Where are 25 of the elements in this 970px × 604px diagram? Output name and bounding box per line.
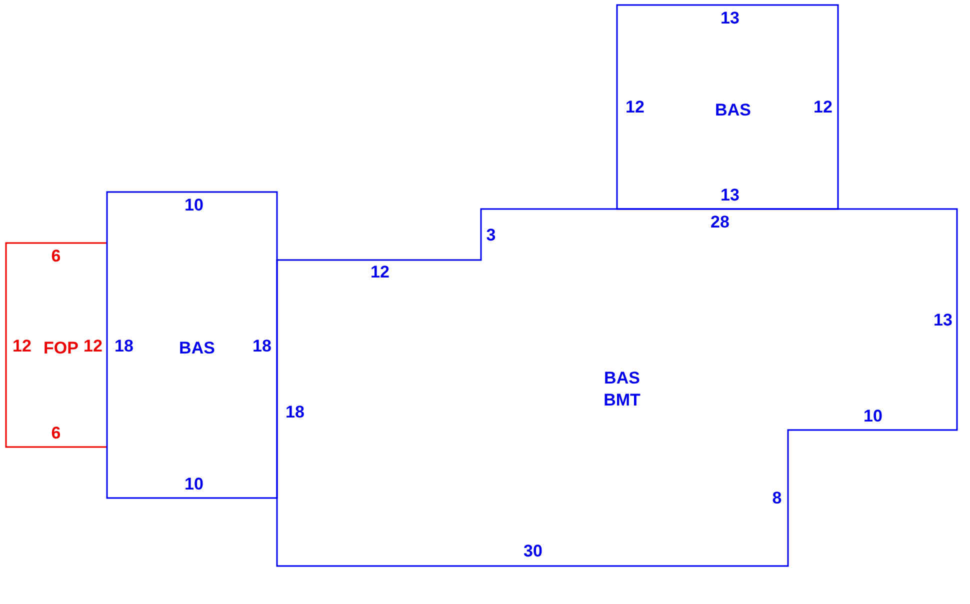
room-label: FOP [44, 340, 78, 356]
dimension-label: 12 [84, 338, 102, 354]
room-label: BAS [604, 370, 640, 386]
dimension-label: 13 [720, 10, 740, 26]
dimension-label: 12 [626, 98, 644, 116]
dimension-label: 10 [864, 408, 882, 424]
dimension-label: 13 [720, 186, 740, 204]
dimension-label: 6 [51, 424, 61, 442]
dimension-label: 6 [51, 248, 61, 264]
room-label: BAS [715, 102, 751, 118]
dimension-label: 8 [772, 490, 782, 506]
dimension-label: 10 [184, 476, 204, 492]
dimension-label: 10 [184, 196, 204, 214]
dimension-label: 12 [370, 264, 390, 280]
dimension-label: 18 [252, 338, 272, 354]
dimension-label: 13 [934, 312, 952, 328]
room-label: BAS [179, 340, 215, 356]
dimension-label: 3 [486, 226, 496, 244]
room-label: BMT [604, 392, 640, 408]
dimension-label: 30 [524, 542, 542, 560]
dimension-label: 18 [286, 404, 304, 420]
dimension-label: 12 [814, 98, 832, 116]
dimension-label: 18 [114, 338, 134, 354]
dimension-label: 28 [710, 214, 730, 230]
dimension-label: 12 [12, 338, 32, 354]
